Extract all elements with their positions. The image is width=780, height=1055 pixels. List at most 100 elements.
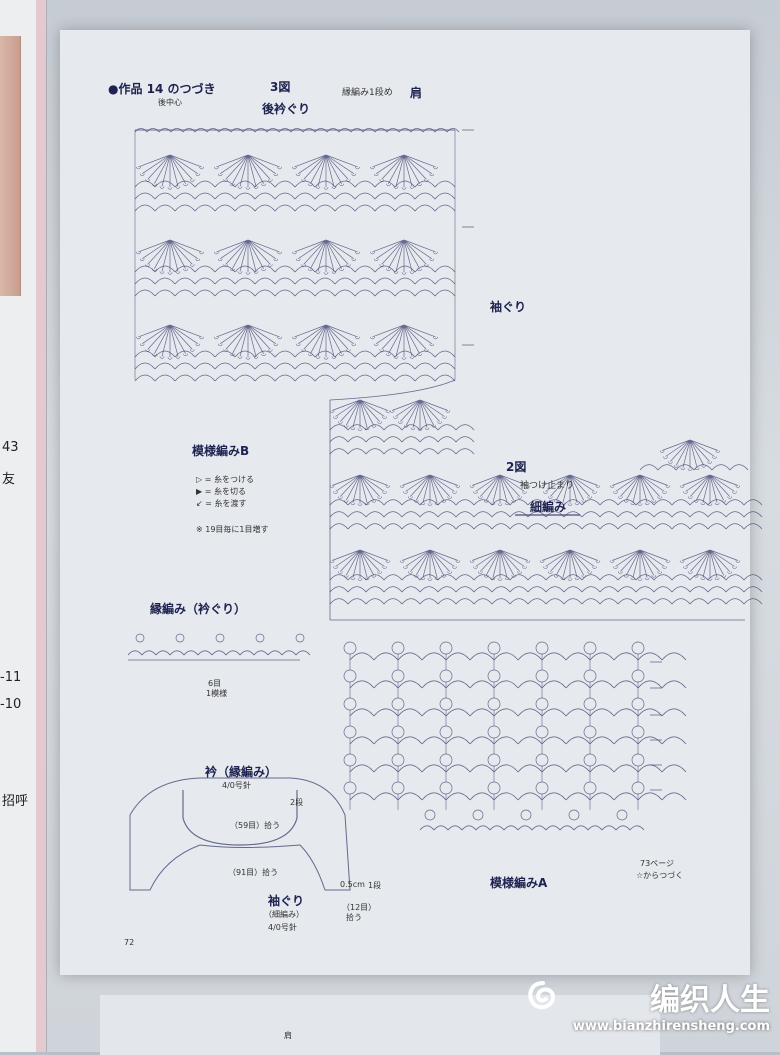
pattern-a-arch (637, 652, 687, 661)
pattern-a-motif (583, 641, 597, 655)
pattern-a-arch (445, 708, 495, 717)
pattern-a-arch (493, 736, 543, 745)
fig3-sides (134, 130, 456, 380)
pattern-a-motif (439, 669, 453, 683)
pattern-a-motif (583, 753, 597, 767)
pattern-a-motif (439, 641, 453, 655)
pattern-a-motif (487, 697, 501, 711)
pattern-a-motif (631, 753, 645, 767)
fig3-fan (294, 239, 358, 273)
pattern-a-motif (583, 669, 597, 683)
pattern-a-arch (397, 708, 447, 717)
fig2-arch-row (329, 424, 475, 431)
pattern-a-motif (520, 809, 532, 821)
left-side-panel: 43 友 -11 -10 招呼 (0, 0, 47, 1052)
picot-loops (539, 560, 601, 581)
fig2-fan (661, 439, 719, 469)
fig2-fan (331, 474, 389, 504)
pattern-a-motif (535, 669, 549, 683)
pattern-a-arch (445, 680, 495, 689)
fig2-title: 2図 (506, 460, 527, 474)
pattern-a-arch (349, 764, 399, 773)
continue-note: ●作品 14 のつづき (108, 82, 216, 96)
pattern-a-motif (391, 669, 405, 683)
legend-attach: ▷ = 糸をつける (196, 475, 254, 484)
picot-loops (329, 410, 391, 431)
fig3-arch-row (134, 362, 456, 370)
fig3-arch-row (134, 180, 456, 188)
collar-schematic (129, 777, 351, 891)
next-page-fragment: 肩 (284, 1031, 292, 1040)
side-text: -11 (0, 670, 22, 685)
pattern-a-motif (343, 669, 357, 683)
picot-loops (469, 485, 531, 506)
pattern-a-arch (397, 792, 447, 801)
pattern-a-bottom (419, 825, 645, 831)
fig2-fan (331, 399, 389, 429)
pattern-a-arch (493, 764, 543, 773)
picot-loops (609, 560, 671, 581)
pattern-a-arch (445, 652, 495, 661)
fig3-fan (294, 154, 358, 188)
continue-73b: ☆からつづく (636, 871, 684, 880)
neck-edging-picot (175, 633, 185, 643)
side-text: 招呼 (2, 794, 29, 809)
collar-59: （59目）拾う (230, 821, 281, 830)
pattern-a-motif (439, 753, 453, 767)
armhole-curve (329, 379, 456, 620)
picot-loops (469, 560, 531, 581)
pattern-a-arch (541, 736, 591, 745)
fig2-fan (611, 474, 669, 504)
pattern-a-arch (541, 792, 591, 801)
pattern-a-motif (391, 641, 405, 655)
picot-loops (389, 410, 451, 431)
swirl-logo-icon (528, 981, 555, 1010)
fig2-arch-row (329, 511, 763, 518)
pattern-a-motif (535, 697, 549, 711)
fig2-fan (611, 549, 669, 579)
page-number: 72 (124, 938, 135, 947)
pattern-a-motif (439, 697, 453, 711)
fig2-fan (401, 549, 459, 579)
sleeve-edging-label: 細編み (530, 500, 567, 514)
fig3-fan (138, 324, 202, 358)
panel-edge (36, 0, 46, 1052)
watermark-brand: 编织人生 (650, 983, 770, 1018)
side-text: 43 (2, 440, 19, 455)
pattern-a-motif (391, 781, 405, 795)
fig2-arch-row (329, 523, 763, 530)
pattern-a-arch (493, 792, 543, 801)
fig3-fan (294, 324, 358, 358)
thumbnail-image[interactable] (0, 36, 21, 296)
pattern-a-arch (637, 680, 687, 689)
pattern-a-arch (589, 708, 639, 717)
fig2-arch-row (329, 499, 763, 506)
armhole-title: 袖ぐり (268, 894, 305, 908)
pattern-a-arch (445, 736, 495, 745)
armhole-sub: （細編み） (264, 910, 304, 919)
pattern-a-arch (349, 652, 399, 661)
pattern-b-title: 模様編みB (192, 444, 250, 458)
collar-inner (182, 790, 298, 846)
pattern-a-arch (349, 680, 399, 689)
fig3-arch-row (134, 192, 456, 200)
repeat-label: 1模様 (206, 689, 228, 698)
legend-note: ※ 19目毎に1目増す (196, 525, 269, 534)
pattern-a-arch (397, 736, 447, 745)
fig3-arch-row (134, 289, 456, 297)
fig3-fan (372, 239, 436, 273)
pattern-a-title: 模様編みA (490, 876, 548, 890)
pattern-a-arch (541, 652, 591, 661)
fig2-arch-row (329, 448, 475, 455)
legend-cut: ▶ = 糸を切る (196, 487, 246, 496)
picot-loops (399, 485, 461, 506)
fig2-fan (471, 549, 529, 579)
pattern-a-arch (349, 708, 399, 717)
pattern-a-motif (343, 725, 357, 739)
pattern-a-motif (487, 781, 501, 795)
pattern-a-arch (589, 652, 639, 661)
picot-loops (329, 560, 391, 581)
side-text: 友 (2, 472, 16, 487)
armhole-hook: 4/0号針 (268, 923, 297, 932)
